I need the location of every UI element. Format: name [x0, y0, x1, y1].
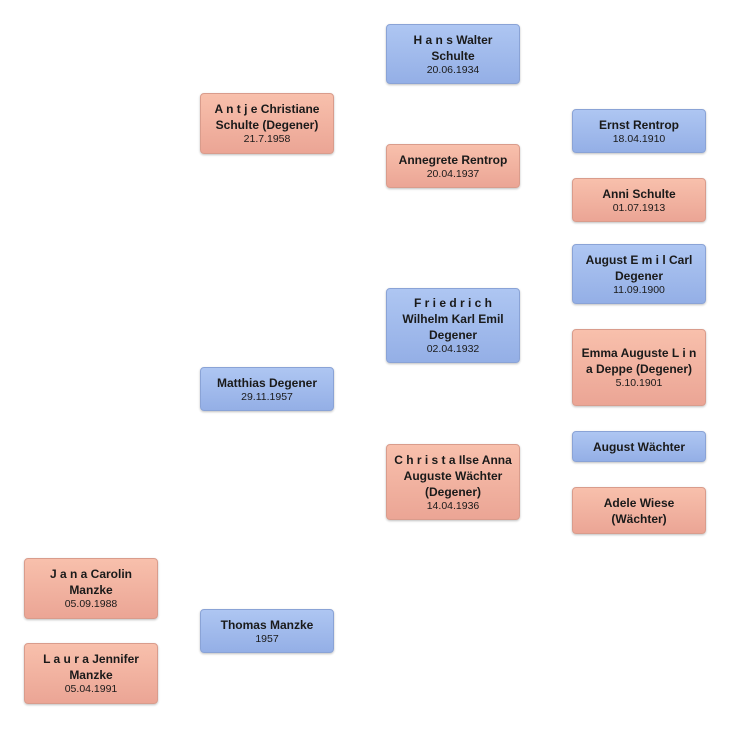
person-card-christa-ilse-anna-auguste-waechter[interactable]: C h r i s t a Ilse Anna Auguste Wächter … — [386, 444, 520, 520]
person-name: J a n a Carolin Manzke — [49, 567, 133, 597]
person-card-thomas-manzke[interactable]: Thomas Manzke 1957 — [200, 609, 334, 653]
person-date: 14.04.1936 — [426, 499, 480, 512]
person-name: Matthias Degener — [216, 375, 318, 390]
person-date: 21.7.1958 — [243, 133, 291, 145]
person-date: 05.04.1991 — [64, 683, 118, 695]
person-date: 29.11.1957 — [241, 390, 293, 403]
person-date: 02.04.1932 — [426, 343, 480, 355]
person-date: 11.09.1900 — [613, 283, 665, 296]
person-card-matthias-degener[interactable]: Matthias Degener 29.11.1957 — [200, 367, 334, 411]
person-card-jana-carolin-manzke[interactable]: J a n a Carolin Manzke 05.09.1988 — [24, 558, 158, 619]
person-name: August Wächter — [592, 439, 685, 454]
person-name: C h r i s t a Ilse Anna Auguste Wächter … — [394, 452, 512, 499]
person-card-august-emil-carl-degener[interactable]: August E m i l Carl Degener 11.09.1900 — [572, 244, 706, 304]
person-card-anni-schulte[interactable]: Anni Schulte 01.07.1913 — [572, 178, 706, 222]
person-name: F r i e d r i c h Wilhelm Karl Emil Dege… — [402, 296, 504, 342]
person-date: 18.04.1910 — [612, 132, 666, 145]
person-date: 05.09.1988 — [64, 598, 118, 610]
person-card-adele-wiese[interactable]: Adele Wiese (Wächter) — [572, 487, 706, 534]
person-name: Annegrete Rentrop — [398, 152, 508, 167]
person-card-ernst-rentrop[interactable]: Ernst Rentrop 18.04.1910 — [572, 109, 706, 153]
person-name: A n t j e Christiane Schulte (Degener) — [214, 102, 320, 132]
person-card-antje-christiane-schulte[interactable]: A n t j e Christiane Schulte (Degener) 2… — [200, 93, 334, 154]
person-name: Anni Schulte — [602, 186, 676, 201]
person-date: 20.04.1937 — [426, 167, 480, 180]
person-name: Emma Auguste L i n a Deppe (Degener) — [581, 346, 697, 376]
person-date: 01.07.1913 — [612, 201, 666, 214]
person-card-friedrich-wilhelm-karl-emil-degener[interactable]: F r i e d r i c h Wilhelm Karl Emil Dege… — [386, 288, 520, 363]
person-name: H a n s Walter Schulte — [413, 32, 493, 63]
person-name: Adele Wiese (Wächter) — [603, 495, 675, 526]
person-card-hans-walter-schulte[interactable]: H a n s Walter Schulte 20.06.1934 — [386, 24, 520, 84]
person-name: L a u r a Jennifer Manzke — [43, 652, 139, 682]
person-card-august-waechter[interactable]: August Wächter — [572, 431, 706, 462]
person-name: Thomas Manzke — [220, 617, 314, 632]
person-card-laura-jennifer-manzke[interactable]: L a u r a Jennifer Manzke 05.04.1991 — [24, 643, 158, 704]
person-date: 20.06.1934 — [426, 63, 480, 76]
person-name: Ernst Rentrop — [598, 117, 679, 132]
person-card-emma-auguste-lina-deppe[interactable]: Emma Auguste L i n a Deppe (Degener) 5.1… — [572, 329, 706, 406]
person-date: 1957 — [255, 632, 279, 645]
person-date: 5.10.1901 — [615, 377, 663, 389]
person-card-annegrete-rentrop[interactable]: Annegrete Rentrop 20.04.1937 — [386, 144, 520, 188]
person-name: August E m i l Carl Degener — [585, 252, 693, 283]
